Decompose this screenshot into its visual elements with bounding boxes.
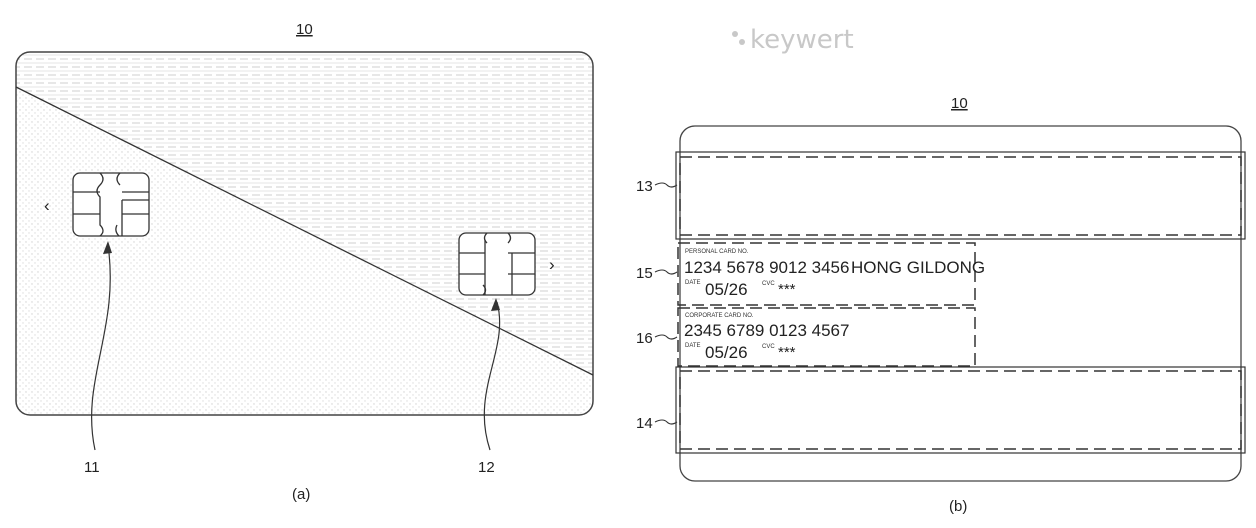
- card-lower-region: [16, 87, 593, 415]
- card-diagonal: [15, 86, 594, 376]
- personal-date-label: DATE: [685, 280, 701, 286]
- personal-card-info: PERSONAL CARD NO. 1234 5678 9012 3456 HO…: [684, 249, 985, 299]
- leader-line-12: [483, 301, 501, 451]
- region-15: [677, 242, 976, 306]
- corporate-date-label: DATE: [685, 343, 701, 349]
- leader-16: [654, 334, 678, 340]
- figure-b: 10 PERSONAL CARD NO. 1234 5678 9012 3456…: [636, 95, 1246, 515]
- caption-b: (b): [949, 498, 967, 515]
- personal-cvc-label: CVC: [762, 281, 775, 287]
- personal-date: 05/26: [705, 280, 748, 299]
- watermark-text: keywert: [750, 25, 854, 55]
- leader-13: [654, 182, 678, 188]
- label-12: 12: [478, 459, 495, 476]
- chip-icon-left: [72, 172, 150, 237]
- personal-card-number: 1234 5678 9012 3456: [684, 258, 849, 277]
- corporate-date: 05/26: [705, 343, 748, 362]
- label-13: 13: [636, 178, 653, 195]
- label-14: 14: [636, 415, 653, 432]
- chip-icon-right: [458, 232, 536, 296]
- personal-card-title: PERSONAL CARD NO.: [685, 249, 749, 255]
- corporate-card-title: CORPORATE CARD NO.: [685, 313, 754, 319]
- caption-a: (a): [292, 486, 310, 503]
- figure-a: 10 ‹ › 11 12 (a): [15, 21, 594, 503]
- corporate-cvc: ***: [778, 344, 796, 361]
- corporate-card-info: CORPORATE CARD NO. 2345 6789 0123 4567 D…: [684, 313, 849, 362]
- leader-14: [654, 419, 678, 425]
- chevron-left-icon: ‹: [44, 196, 50, 215]
- region-13: [675, 151, 1246, 240]
- region-16: [677, 307, 976, 367]
- label-16: 16: [636, 330, 653, 347]
- label-11: 11: [84, 459, 100, 476]
- corporate-cvc-label: CVC: [762, 344, 775, 350]
- leader-15: [654, 269, 678, 275]
- card-outline-b: [679, 125, 1242, 482]
- watermark-logo: keywert: [732, 25, 854, 55]
- chevron-right-icon: ›: [549, 255, 555, 274]
- card-outline: [15, 51, 594, 416]
- personal-card-name: HONG GILDONG: [851, 258, 985, 277]
- label-15: 15: [636, 265, 653, 282]
- figure-b-ref: 10: [951, 95, 968, 112]
- region-14: [675, 366, 1246, 454]
- figure-a-ref: 10: [296, 21, 313, 38]
- personal-cvc: ***: [778, 281, 796, 298]
- corporate-card-number: 2345 6789 0123 4567: [684, 321, 849, 340]
- leader-line-11: [91, 244, 111, 451]
